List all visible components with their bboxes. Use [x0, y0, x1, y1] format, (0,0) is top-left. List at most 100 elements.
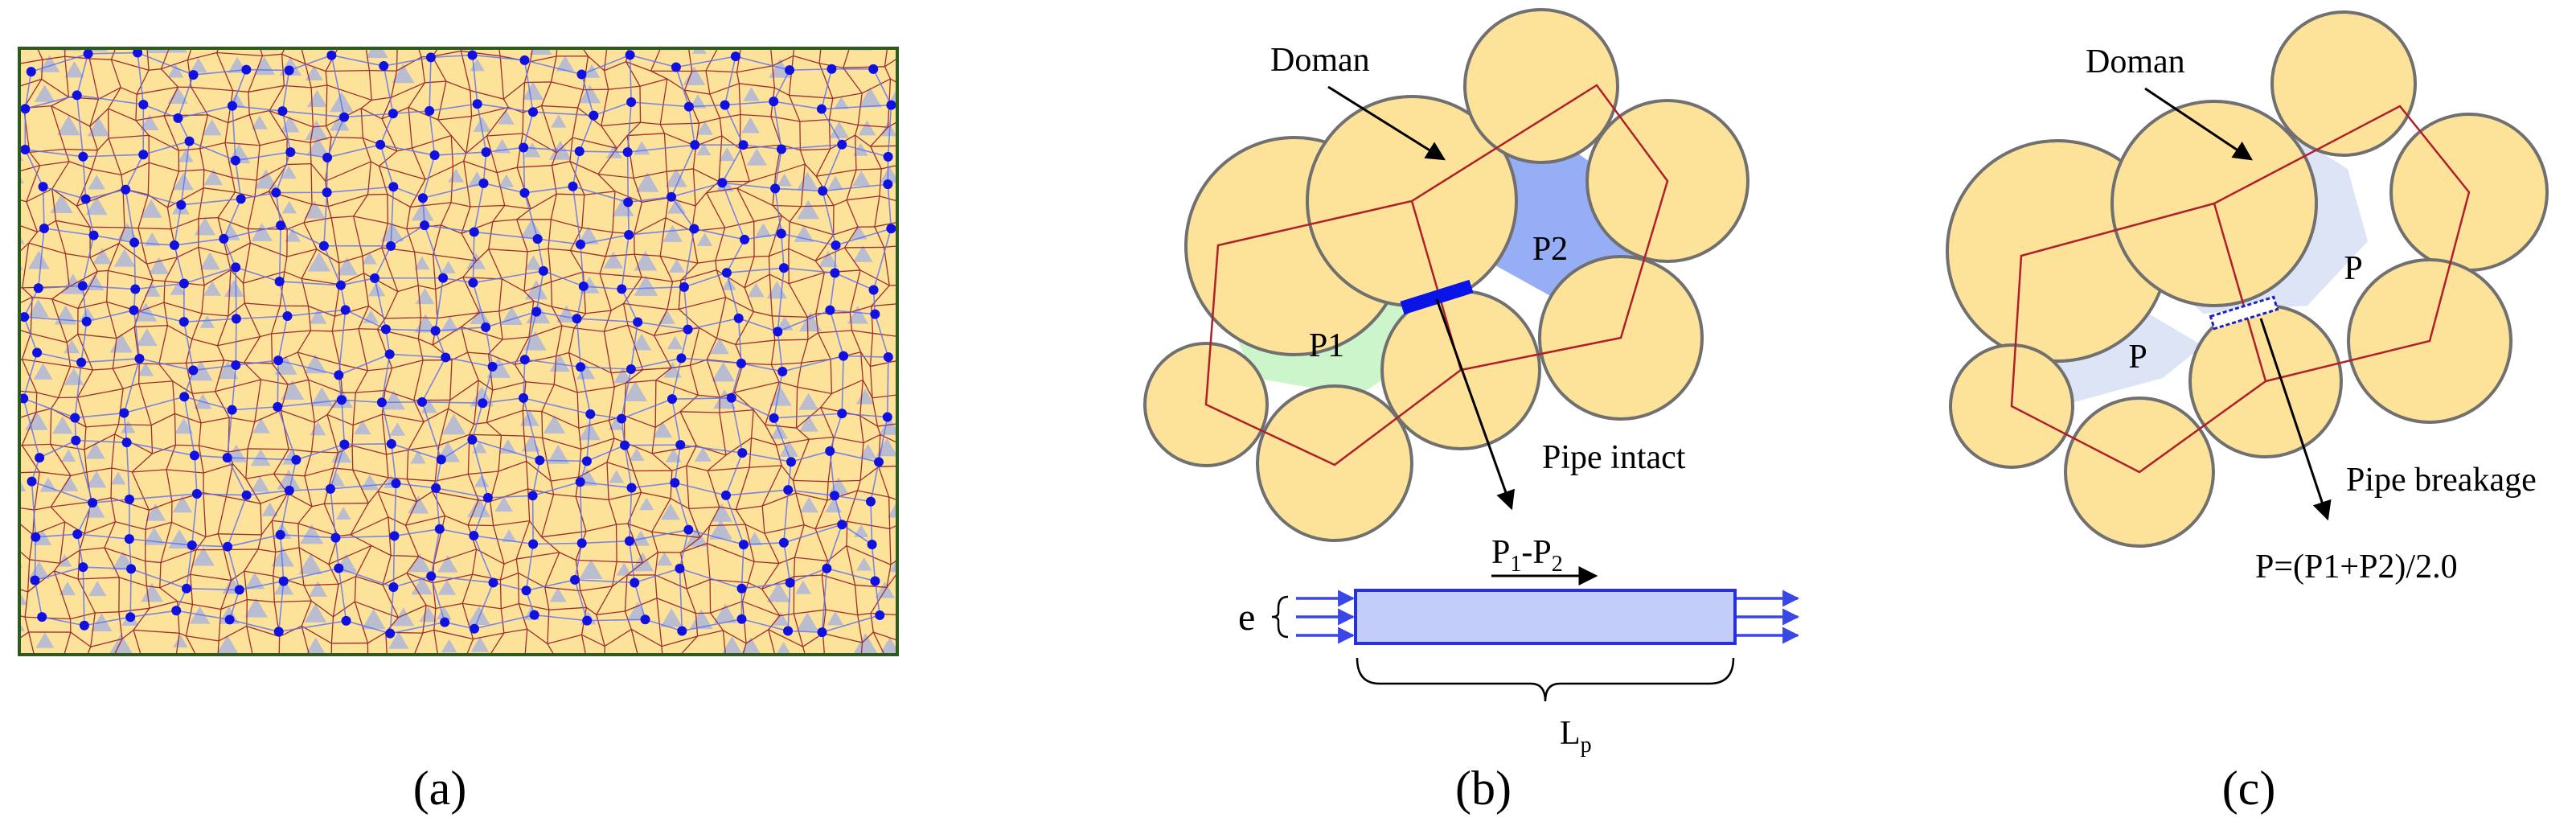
domain-edge: [929, 127, 945, 138]
pore-node: [37, 612, 47, 622]
domain-edge: [705, 70, 711, 95]
pipe-edge: [279, 490, 290, 536]
domain-edge: [433, 254, 437, 290]
domain-edge: [64, 56, 70, 97]
pore-node: [438, 273, 449, 283]
pipe-edge: [43, 186, 86, 200]
domain-edge: [138, 280, 154, 312]
pipe-edge: [773, 413, 843, 419]
domain-edge: [764, 532, 780, 564]
domain-edge: [925, 343, 939, 357]
domain-edge: [120, 87, 137, 95]
domain-edge: [284, 84, 312, 88]
pipe-edge: [278, 225, 281, 281]
pipe-edge: [125, 154, 144, 191]
domain-edge: [445, 80, 471, 92]
pipe-edge: [781, 143, 843, 150]
domain-edge: [433, 549, 477, 565]
domain-edge: [627, 523, 652, 532]
pipe-edge: [621, 368, 632, 419]
domain-edge: [528, 301, 535, 338]
pore-node: [124, 494, 134, 504]
pore-patch: [305, 65, 323, 80]
pore-node: [224, 614, 235, 625]
pipe-edge: [579, 115, 595, 152]
domain-edge: [706, 668, 727, 697]
pore-patch: [27, 250, 50, 269]
aperture-brace: [1271, 595, 1289, 639]
domain-edge: [814, 234, 835, 261]
pore-patch: [281, 165, 297, 179]
domain-edge: [325, 84, 328, 126]
domain-edge: [64, 48, 66, 57]
pipe-edge: [834, 495, 872, 503]
pipe-edge: [334, 537, 340, 569]
domain-edge: [488, 339, 503, 355]
pipe-edge: [743, 144, 782, 150]
domain-edge: [190, 573, 232, 581]
pore-node: [825, 446, 835, 456]
pipe-edge: [485, 310, 537, 328]
pipe-edge: [235, 266, 280, 282]
domain-edge: [541, 384, 555, 412]
pipe-edge: [523, 60, 534, 113]
domain-edge: [118, 611, 123, 639]
domain-edge: [908, 466, 941, 475]
domain-edge: [633, 470, 642, 493]
domain-edge: [417, 317, 422, 339]
domain-edge: [51, 105, 66, 150]
domain-edge: [928, 619, 937, 644]
pipe-edge: [525, 544, 534, 591]
domain-edge: [624, 575, 628, 612]
domain-edge: [215, 391, 230, 418]
pipe-edge: [629, 540, 636, 583]
pipe-edge: [421, 401, 442, 460]
domain-edge: [198, 422, 202, 446]
domain-edge: [809, 436, 834, 440]
domain-edge: [659, 217, 667, 257]
domain-edge: [248, 84, 285, 92]
pipe-edge: [531, 460, 541, 496]
domain-edge: [112, 368, 124, 389]
domain-edge: [243, 672, 256, 692]
pipe-edge: [442, 277, 474, 284]
domain-edge: [911, 689, 928, 696]
domain-edge: [879, 168, 882, 196]
domain-edge: [906, 92, 913, 117]
domain-edge: [226, 254, 232, 270]
domain-edge: [884, 692, 911, 696]
pore-node: [783, 485, 794, 495]
domain-edge: [269, 110, 314, 128]
domain-edge: [256, 34, 288, 41]
pore-node: [335, 280, 346, 290]
domain-edge: [460, 51, 471, 91]
domain-edge: [136, 69, 150, 95]
pipe-edge: [493, 581, 527, 592]
pore-patch: [911, 198, 928, 212]
pipe-edge: [472, 282, 486, 328]
domain-edge: [870, 586, 888, 614]
domain-edge: [245, 478, 261, 504]
pore-node: [425, 105, 435, 116]
domain-edge: [260, 379, 289, 385]
pipe-edge: [790, 450, 831, 462]
domain-edge: [297, 506, 313, 524]
domain-edge: [634, 202, 643, 235]
domain-edge: [382, 572, 408, 586]
pipe-edge: [391, 443, 441, 461]
domain-edge: [29, 559, 60, 564]
pore-node: [568, 181, 578, 191]
domain-edge: [433, 516, 446, 564]
domain-edge: [286, 222, 305, 230]
pipe-edge: [783, 524, 843, 544]
pipe-edge: [379, 113, 394, 146]
domain-edge: [633, 25, 671, 28]
domain-edge: [303, 585, 312, 602]
pore-node: [179, 392, 190, 402]
domain-edge: [871, 303, 897, 307]
pore-node: [173, 113, 183, 123]
pipe-edge: [773, 69, 790, 102]
pipe-edge: [675, 67, 690, 107]
domain-edge: [608, 499, 617, 525]
pore-node: [274, 276, 285, 286]
